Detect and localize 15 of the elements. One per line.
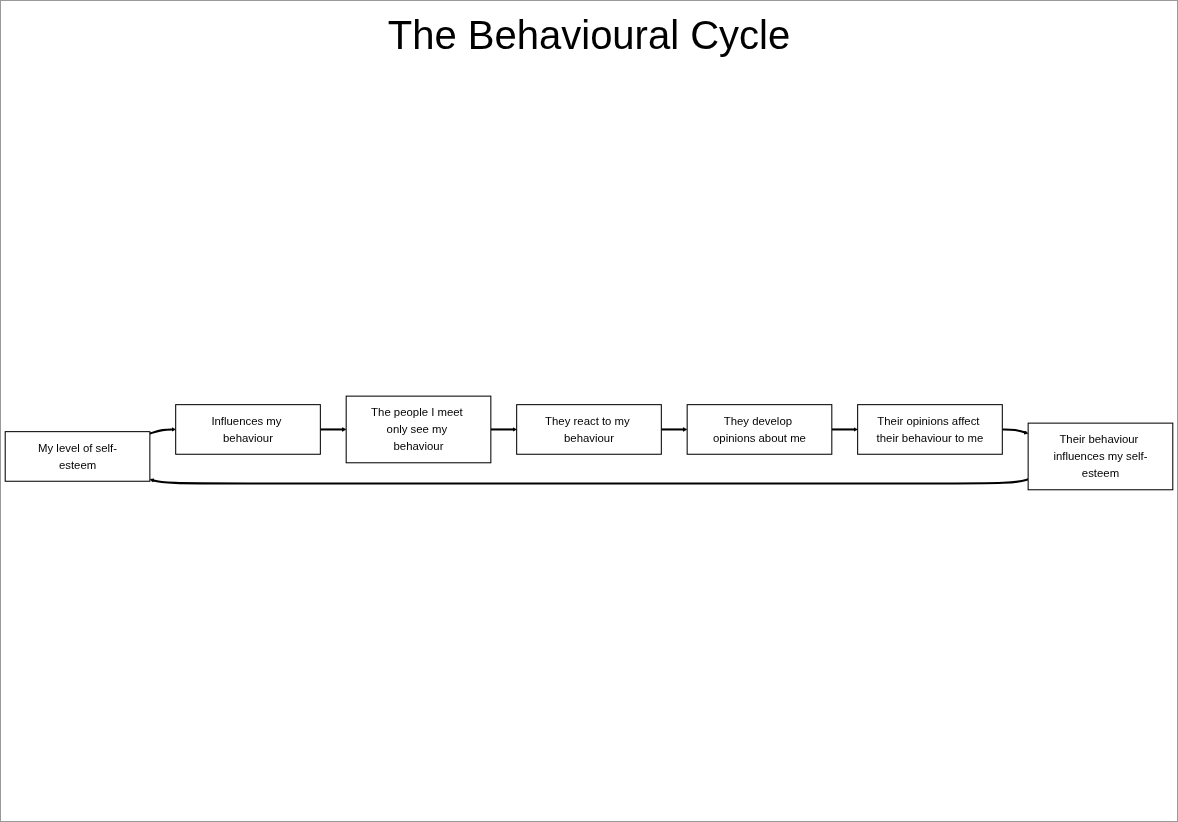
arrow [831,426,858,432]
node-box: Influences my behaviour [175,403,321,455]
node-box: Their behaviour influences my self-esteem [1027,422,1174,490]
node-box: Their opinions affect their behaviour to me [857,403,1003,455]
node-box: They react to my behaviour [516,403,662,455]
node-box: They develop opinions about me [686,403,833,455]
arrow [149,477,1029,485]
arrow [149,426,176,435]
arrow [1002,427,1029,434]
node-box: The people I meet only see my behaviour [345,395,492,463]
diagram-title: The Behavioural Cycle [387,13,791,58]
arrow [661,426,688,432]
arrow [490,426,517,432]
arrow [320,426,347,432]
node-box: My level of self-esteem [4,430,151,482]
